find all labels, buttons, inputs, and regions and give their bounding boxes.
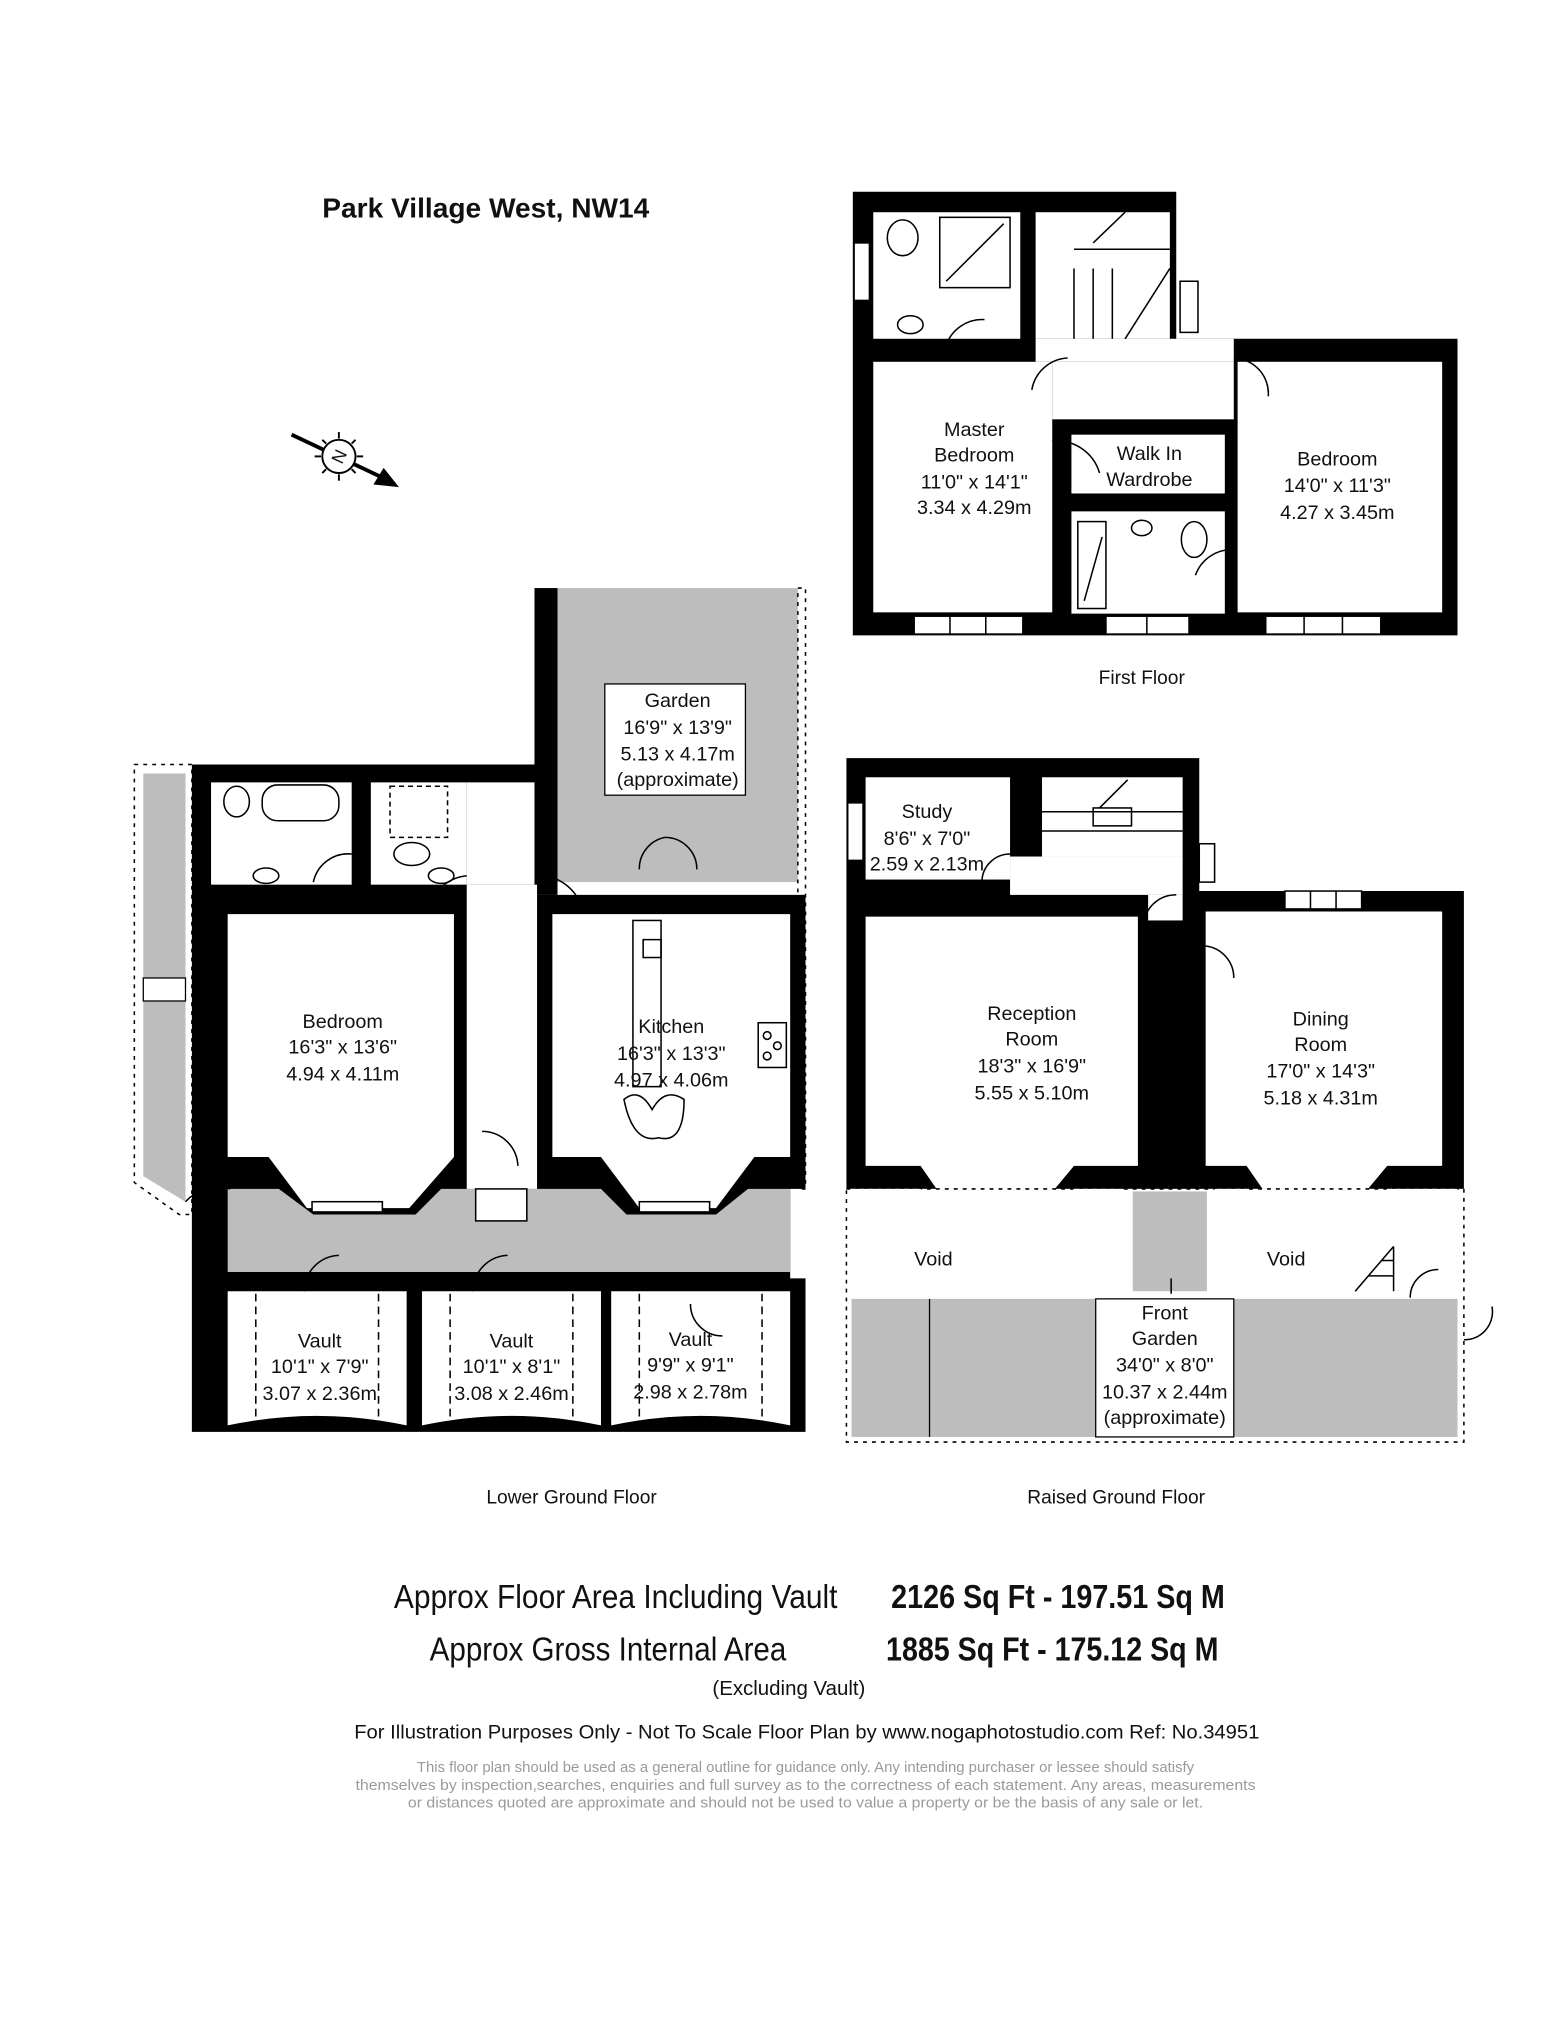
room-dimensions-imperial: 9'9" x 9'1" — [647, 1355, 734, 1377]
room-dimensions-metric: 3.34 x 4.29m — [917, 497, 1031, 519]
room-name: Void — [914, 1249, 953, 1271]
room-dimensions-imperial: 16'9" x 13'9" — [623, 717, 732, 739]
area-label-gross-internal: Approx Gross Internal Area — [430, 1632, 787, 1669]
room-name: Vault — [490, 1330, 534, 1352]
room-dimensions-imperial: 16'3" x 13'3" — [617, 1043, 726, 1065]
floor-label: First Floor — [1099, 668, 1186, 689]
room-name: Bedroom — [1297, 448, 1377, 470]
room-dimensions-metric: 5.55 x 5.10m — [975, 1082, 1089, 1104]
room-dimensions-imperial: 34'0" x 8'0" — [1116, 1355, 1214, 1377]
room-dimensions-imperial: 10'1" x 7'9" — [271, 1356, 369, 1378]
first-floor-plan: Master Bedroom 11'0" x 14'1" 3.34 x 4.29… — [852, 191, 1458, 689]
disclaimer-line: or distances quoted are approximate and … — [408, 1796, 1203, 1812]
room-name: Reception — [987, 1003, 1076, 1025]
room-dimensions-imperial: 10'1" x 8'1" — [463, 1356, 561, 1378]
area-value-including-vault: 2126 Sq Ft - 197.51 Sq M — [891, 1579, 1225, 1616]
room-name: Wardrobe — [1106, 469, 1192, 491]
property-title: Park Village West, NW14 — [322, 192, 649, 223]
room-name: Walk In — [1117, 443, 1182, 465]
room-name: Garden — [645, 690, 711, 712]
lower-ground-floor-plan: Garden 16'9" x 13'9" 5.13 x 4.17m (appro… — [133, 587, 807, 1508]
room-dimensions-metric: 10.37 x 2.44m — [1102, 1382, 1227, 1404]
floor-label: Lower Ground Floor — [486, 1487, 657, 1508]
room-dimensions-metric: 5.13 x 4.17m — [620, 744, 734, 766]
disclaimer-line: This floor plan should be used as a gene… — [417, 1760, 1195, 1776]
area-summary: Approx Floor Area Including Vault 2126 S… — [394, 1579, 1225, 1700]
room-dimensions-metric: 5.18 x 4.31m — [1263, 1088, 1377, 1110]
room-name: Vault — [298, 1330, 342, 1352]
room-note: (approximate) — [1104, 1407, 1226, 1429]
room-dimensions-imperial: 14'0" x 11'3" — [1284, 475, 1391, 497]
room-name: Void — [1267, 1249, 1306, 1271]
room-dimensions-imperial: 17'0" x 14'3" — [1266, 1061, 1375, 1083]
room-name: Kitchen — [638, 1016, 704, 1038]
room-name: Room — [1294, 1034, 1347, 1056]
room-note: (approximate) — [617, 769, 739, 791]
room-dimensions-metric: 3.08 x 2.46m — [454, 1383, 568, 1405]
footer-credits: For Illustration Purposes Only - Not To … — [354, 1723, 1259, 1744]
room-dimensions-imperial: 8'6" x 7'0" — [884, 828, 971, 850]
room-name: Study — [902, 801, 953, 823]
disclaimer-line: themselves by inspection,searches, enqui… — [356, 1778, 1256, 1794]
room-dimensions-metric: 2.98 x 2.78m — [633, 1382, 747, 1404]
room-name: Front — [1142, 1302, 1189, 1324]
room-dimensions-metric: 4.97 x 4.06m — [614, 1070, 728, 1092]
room-name: Bedroom — [934, 445, 1014, 467]
disclaimer: This floor plan should be used as a gene… — [356, 1760, 1256, 1812]
compass-icon: N — [290, 432, 399, 488]
room-dimensions-imperial: 18'3" x 16'9" — [978, 1056, 1087, 1078]
area-note-excluding-vault: (Excluding Vault) — [712, 1677, 865, 1700]
room-name: Dining — [1293, 1008, 1349, 1030]
room-dimensions-metric: 2.59 x 2.13m — [870, 854, 984, 876]
room-dimensions-metric: 3.07 x 2.36m — [262, 1383, 376, 1405]
room-name: Room — [1005, 1029, 1058, 1051]
room-dimensions-metric: 4.94 x 4.11m — [286, 1063, 399, 1085]
room-dimensions-metric: 4.27 x 3.45m — [1280, 502, 1394, 524]
floor-label: Raised Ground Floor — [1027, 1487, 1205, 1508]
room-name: Garden — [1132, 1328, 1198, 1350]
room-name: Vault — [669, 1329, 713, 1351]
raised-ground-floor-plan: Study 8'6" x 7'0" 2.59 x 2.13m Reception… — [845, 758, 1494, 1508]
room-dimensions-imperial: 11'0" x 14'1" — [921, 471, 1028, 493]
room-dimensions-imperial: 16'3" x 13'6" — [288, 1036, 397, 1058]
area-value-gross-internal: 1885 Sq Ft - 175.12 Sq M — [886, 1632, 1218, 1669]
area-label-including-vault: Approx Floor Area Including Vault — [394, 1579, 838, 1616]
room-name: Bedroom — [303, 1011, 383, 1033]
room-name: Master — [944, 419, 1005, 441]
